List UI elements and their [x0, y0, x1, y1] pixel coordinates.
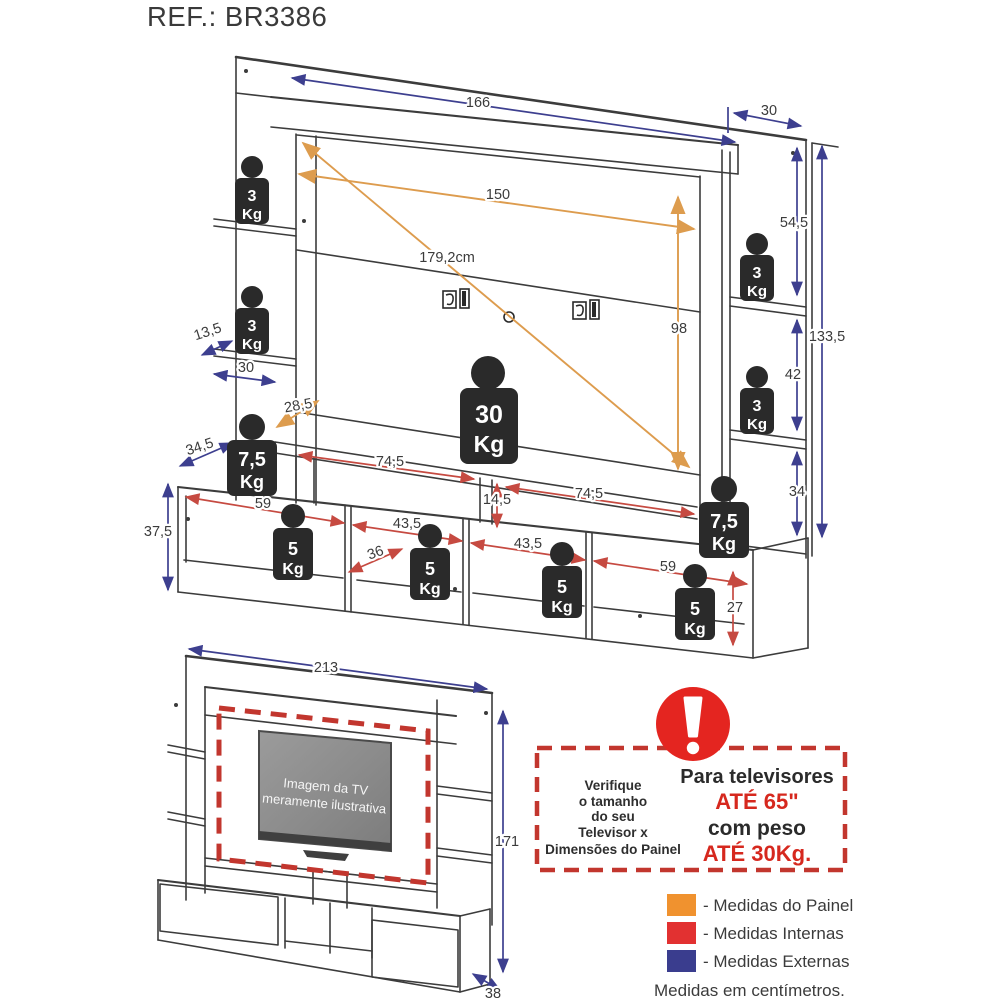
svg-text:7,5: 7,5 [238, 449, 266, 471]
svg-text:Televisor x: Televisor x [578, 825, 648, 840]
legend-label-panel: - Medidas do Painel [703, 896, 853, 915]
svg-text:Dimensões do Painel: Dimensões do Painel [545, 842, 681, 857]
svg-text:Para televisores: Para televisores [680, 766, 833, 788]
svg-text:do seu: do seu [591, 809, 635, 824]
dim-label-depth: 36 [365, 543, 386, 564]
external-dimensions: 166 30 54,5 42 34 133,5 13,5 30 34,5 37,… [142, 74, 847, 592]
dim-label-total-height: 133,5 [809, 329, 845, 345]
dim-label-span-left: 74,5 [376, 454, 404, 470]
svg-text:Kg: Kg [712, 534, 736, 554]
legend-label-internal: - Medidas Internas [703, 924, 844, 943]
svg-text:3: 3 [753, 265, 762, 282]
legend-label-external: - Medidas Externas [703, 952, 849, 971]
svg-text:o tamanho: o tamanho [579, 794, 647, 809]
legend-swatch-internal [667, 922, 696, 944]
weight-icon-5kg: 5 Kg [675, 564, 715, 640]
svg-text:5: 5 [557, 577, 567, 597]
svg-text:Verifique: Verifique [584, 778, 642, 793]
dim-label-cubby-height: 27 [727, 600, 743, 616]
weight-icon-3kg: 3 Kg [740, 366, 774, 434]
legend: - Medidas do Painel - Medidas Internas -… [654, 894, 853, 1000]
dim-label-cubby4: 59 [660, 559, 676, 575]
weight-icon-3kg: 3 Kg [740, 233, 774, 301]
svg-text:Kg: Kg [747, 283, 767, 300]
drill-hole-dot [484, 711, 488, 715]
svg-text:Kg: Kg [551, 599, 572, 616]
drill-hole-dot [174, 703, 178, 707]
svg-text:Kg: Kg [240, 472, 264, 492]
svg-text:3: 3 [248, 318, 257, 335]
svg-text:Kg: Kg [282, 561, 303, 578]
legend-swatch-external [667, 950, 696, 972]
dim-label-cubby1: 59 [255, 496, 271, 512]
svg-text:ATÉ 65": ATÉ 65" [715, 789, 798, 814]
svg-text:Kg: Kg [419, 581, 440, 598]
warning-box: Verifique o tamanho do seu Televisor x D… [534, 687, 848, 873]
dim-label-top-width: 166 [466, 95, 490, 111]
svg-text:Kg: Kg [474, 431, 505, 457]
exclamation-icon [656, 687, 730, 761]
tv-illustration: Imagem da TV meramente ilustrativa [258, 729, 392, 861]
legend-note: Medidas em centímetros. [654, 981, 845, 1000]
legend-swatch-panel [667, 894, 696, 916]
svg-text:3: 3 [753, 398, 762, 415]
dim-label-right-lower: 34 [789, 484, 805, 500]
svg-text:Kg: Kg [242, 336, 262, 353]
main-diagram: 166 30 54,5 42 34 133,5 13,5 30 34,5 37,… [142, 55, 847, 659]
dim-label-assembled-width: 213 [314, 660, 338, 676]
dim-label-panel-diagonal: 179,2cm [419, 250, 475, 266]
svg-text:Kg: Kg [684, 621, 705, 638]
dim-label-top-depth: 30 [761, 103, 777, 119]
warning-right-text: Para televisores ATÉ 65" com peso ATÉ 30… [680, 766, 833, 866]
svg-text:7,5: 7,5 [710, 511, 738, 533]
dim-label-panel-height: 98 [671, 321, 687, 337]
dim-label-assembled-height: 171 [495, 834, 519, 850]
dim-label-right-upper: 54,5 [780, 215, 808, 231]
assembled-view-diagram: Imagem da TV meramente ilustrativa 213 1… [156, 644, 521, 1000]
weight-icon-5kg: 5 Kg [542, 542, 582, 618]
weight-icon-3kg: 3 Kg [235, 156, 269, 224]
svg-text:30: 30 [475, 401, 503, 429]
dim-label-base-height: 37,5 [144, 524, 172, 540]
assembled-dimensions: 213 171 38 [187, 644, 521, 1000]
tv-area-dashed-outline [216, 705, 431, 886]
dim-label-cubby2: 43,5 [393, 516, 421, 532]
weight-icon-7-5kg: 7,5 Kg [699, 476, 749, 558]
weight-icon-7-5kg: 7,5 Kg [227, 414, 277, 496]
dim-label-cubby3: 43,5 [514, 536, 542, 552]
svg-text:5: 5 [425, 559, 435, 579]
weight-icon-5kg: 5 Kg [410, 524, 450, 600]
svg-text:Kg: Kg [242, 206, 262, 223]
warning-left-text: Verifique o tamanho do seu Televisor x D… [545, 778, 681, 857]
svg-text:5: 5 [288, 539, 298, 559]
weight-icon-3kg: 3 Kg [235, 286, 269, 354]
svg-text:com peso: com peso [708, 817, 806, 840]
dim-label-assembled-depth: 38 [485, 986, 501, 1000]
dim-label-shelf-gap: 13,5 [192, 320, 224, 344]
dim-label-base-diagonal: 34,5 [184, 435, 216, 459]
weight-icon-30kg: 30 Kg [460, 356, 518, 464]
weight-icon-5kg: 5 Kg [273, 504, 313, 580]
svg-text:3: 3 [248, 188, 257, 205]
dim-label-shelf-depth: 30 [238, 360, 254, 376]
page-title: REF.: BR3386 [147, 1, 327, 32]
dim-label-right-middle: 42 [785, 367, 801, 383]
tv-bracket-icon [442, 288, 470, 309]
dim-label-span-right: 74,5 [575, 486, 603, 502]
tv-bracket-icon [572, 299, 600, 320]
svg-text:5: 5 [690, 599, 700, 619]
dim-label-panel-width: 150 [486, 187, 510, 203]
svg-text:ATÉ 30Kg.: ATÉ 30Kg. [703, 841, 811, 866]
dim-label-riser-height: 14,5 [483, 492, 511, 508]
svg-text:Kg: Kg [747, 416, 767, 433]
